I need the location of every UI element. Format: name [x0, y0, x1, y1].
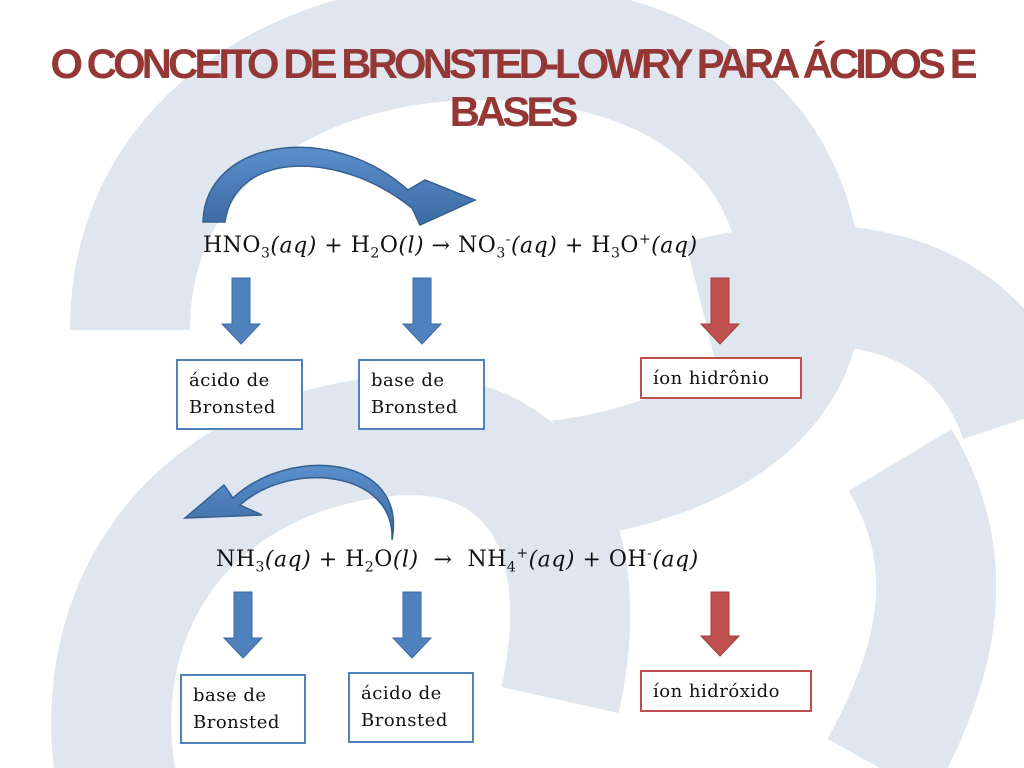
- down-arrow-base-1: [401, 277, 443, 345]
- down-arrow-ion-2: [699, 591, 741, 657]
- label-base-2: base de Bronsted: [180, 674, 306, 744]
- label-ion-2: íon hidróxido: [640, 670, 812, 712]
- eq2-water: H2O: [345, 547, 393, 576]
- proton-transfer-arrow-2: [182, 464, 395, 541]
- eq1-reactant-1: HNO3: [203, 233, 271, 262]
- eq1-water: H2O: [350, 233, 399, 262]
- eq2-reaction-arrow: →: [433, 547, 453, 573]
- label-acid-1: ácido de Bronsted: [176, 359, 303, 430]
- label-acid-2: ácido de Bronsted: [348, 672, 474, 743]
- down-arrow-base-2: [222, 591, 264, 659]
- proton-transfer-arrow-1: [202, 146, 477, 226]
- equation-2: NH3(aq) + H2O(l) → NH4+(aq) + OH-(aq): [216, 546, 699, 576]
- title-line-2: BASES: [449, 88, 579, 135]
- eq1-product-1: NO3-: [458, 232, 511, 262]
- label-ion-1: íon hidrônio: [640, 357, 802, 399]
- eq2-product-2: OH-: [608, 546, 653, 573]
- down-arrow-ion-1: [699, 277, 741, 345]
- down-arrow-acid-2: [391, 591, 433, 659]
- down-arrow-acid-1: [220, 277, 262, 345]
- eq2-reactant-1: NH3: [216, 547, 265, 576]
- eq1-reaction-arrow: →: [431, 233, 451, 259]
- equation-1: HNO3(aq) + H2O(l) → NO3-(aq) + H3O+(aq): [203, 232, 698, 262]
- eq1-product-2: H3O+: [591, 232, 652, 262]
- eq2-product-1: NH4+: [467, 546, 529, 576]
- page-title: O CONCEITO DE BRONSTED-LOWRY PARA ÁCIDOS…: [40, 40, 984, 136]
- label-base-1: base de Bronsted: [358, 359, 485, 430]
- title-line-1: O CONCEITO DE BRONSTED-LOWRY PARA ÁCIDOS…: [50, 40, 977, 87]
